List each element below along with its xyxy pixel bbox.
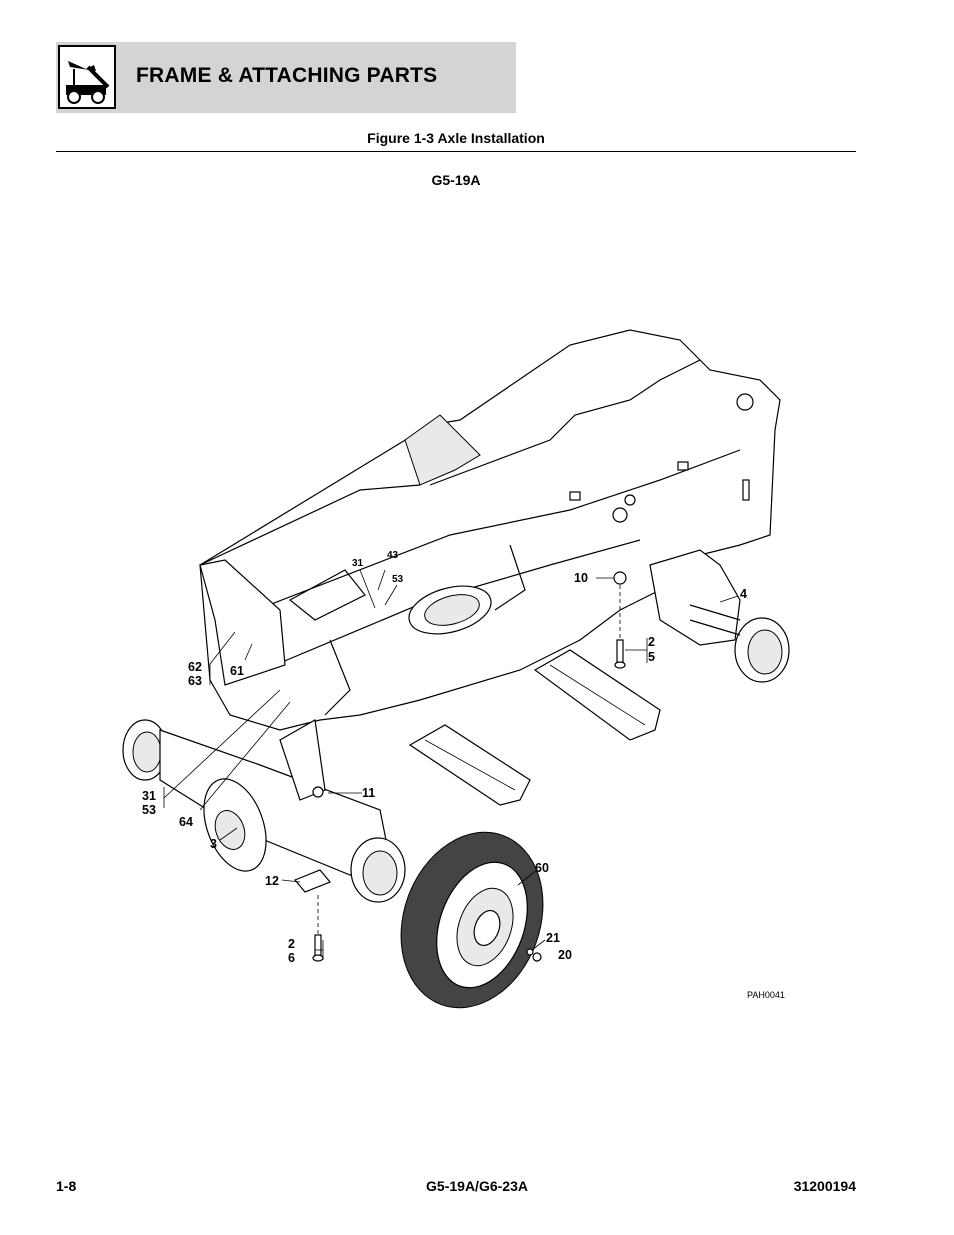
callout-20: 20 [558, 948, 572, 962]
callout-11: 11 [362, 786, 375, 800]
page-number: 1-8 [56, 1178, 77, 1194]
callout-62: 62 [188, 660, 202, 674]
model-label: G5-19A [431, 172, 481, 188]
footer-models: G5-19A/G6-23A [426, 1178, 528, 1194]
rear-axle [649, 549, 790, 683]
callout-21: 21 [546, 931, 560, 945]
callout-64: 64 [179, 815, 193, 829]
frame-chassis [199, 329, 781, 731]
callout-6: 6 [288, 951, 295, 965]
callout-53-left: 53 [142, 803, 156, 817]
figure-caption: Figure 1-3 Axle Installation [367, 130, 545, 146]
section-header: FRAME & ATTACHING PARTS [56, 42, 516, 113]
drawing-id: PAH0041 [747, 990, 785, 1000]
callout-2-right: 2 [648, 635, 655, 649]
callout-3: 3 [210, 837, 217, 851]
skid-plates [408, 649, 661, 806]
callout-12: 12 [265, 874, 279, 888]
document-number: 31200194 [793, 1178, 856, 1194]
section-title: FRAME & ATTACHING PARTS [136, 64, 438, 87]
callout-5: 5 [648, 650, 655, 664]
callout-2-bottom: 2 [288, 937, 295, 951]
callout-60: 60 [535, 861, 549, 875]
axle-installation-drawing: 31 43 53 10 4 2 5 62 63 61 31 53 64 3 11… [122, 329, 790, 1009]
callout-61: 61 [230, 664, 244, 678]
fasteners [294, 571, 627, 962]
front-axle [122, 719, 406, 903]
header-divider [56, 151, 856, 152]
callout-4: 4 [740, 587, 747, 601]
leader-lines [163, 569, 739, 960]
callout-31-top: 31 [352, 558, 364, 569]
callout-63: 63 [188, 674, 202, 688]
callout-10: 10 [574, 571, 588, 585]
callout-43: 43 [387, 550, 399, 561]
callout-53-top: 53 [392, 574, 404, 585]
wheel-tire [400, 831, 544, 1009]
callout-31-left: 31 [142, 789, 156, 803]
telehandler-icon [58, 45, 116, 109]
